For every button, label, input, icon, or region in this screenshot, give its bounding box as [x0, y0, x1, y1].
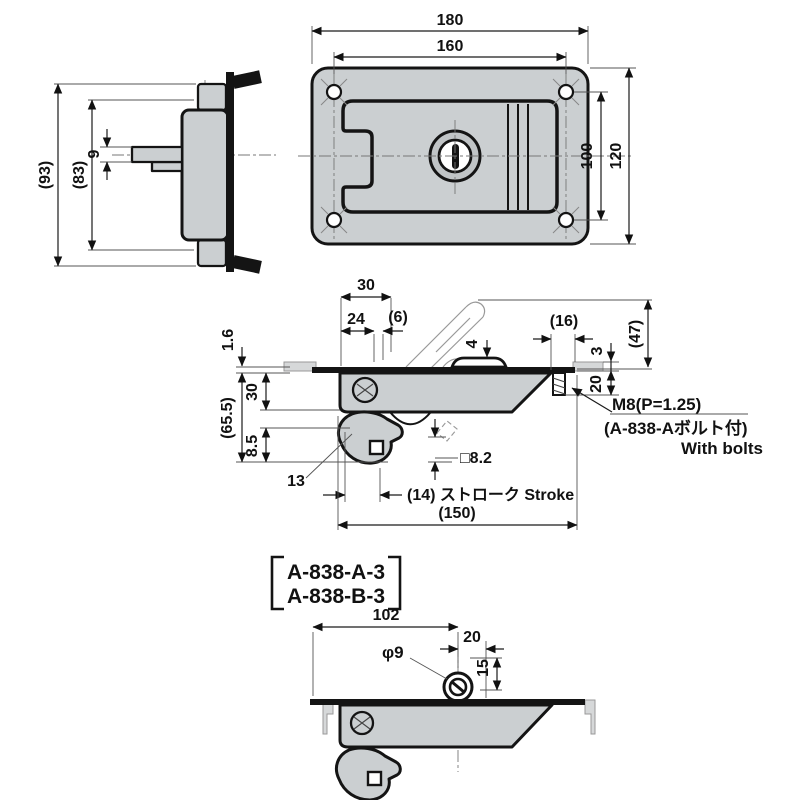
- side-shaft: [130, 145, 184, 164]
- dim-side-shaft: 9: [86, 149, 103, 158]
- bottom-view: 102 20 15 φ9: [310, 607, 596, 800]
- cylinder-key-slot: [451, 680, 465, 694]
- dim-section-1-6: 1.6: [220, 329, 237, 351]
- key-slot: [452, 144, 459, 169]
- dim-section-20: 20: [588, 375, 605, 393]
- dim-section-30-left: 30: [244, 383, 261, 401]
- grip-bump: [450, 356, 508, 369]
- dim-section-4: 4: [464, 339, 481, 348]
- side-view: (93) (83) 9: [37, 70, 276, 274]
- bottom-hook-square-hole: [366, 770, 383, 787]
- side-bottom-flange: [231, 255, 262, 274]
- note-bolt-jp: (A-838-Aボルト付): [604, 418, 748, 438]
- hook-square-hole: [368, 439, 385, 456]
- dim-section-3: 3: [589, 346, 606, 355]
- product-code-a: A-838-A-3: [287, 561, 385, 584]
- side-shaft-step: [150, 160, 184, 173]
- dim-section-30-top: 30: [357, 277, 375, 294]
- door-panel-right: [572, 361, 604, 372]
- dim-side-inner-height: (83): [71, 161, 88, 189]
- section-view: 30 24 (6) 4 (16) (47) 3 20 1.6: [219, 277, 763, 530]
- dim-section-13: 13: [287, 473, 305, 490]
- section-pan: [338, 371, 553, 414]
- dim-bottom-102: 102: [373, 607, 400, 624]
- dim-front-width: 180: [437, 12, 464, 29]
- side-body: [180, 108, 230, 242]
- dim-section-47: (47): [627, 320, 644, 348]
- bottom-mounting-flange: [310, 699, 585, 705]
- bracket-right: [388, 555, 402, 611]
- dim-section-6: (6): [388, 309, 408, 326]
- mounting-flange: [312, 367, 575, 373]
- bracket-left: [270, 555, 284, 611]
- latch-hook: [337, 410, 404, 465]
- dim-section-150: (150): [438, 505, 475, 522]
- front-view: 180 160 100 120: [298, 12, 636, 246]
- dim-front-hole-pitch-height: 100: [579, 143, 596, 170]
- dim-bottom-15: 15: [475, 659, 492, 677]
- dim-section-8-5: 8.5: [244, 435, 261, 457]
- dim-bottom-20: 20: [463, 629, 481, 646]
- side-face-plate: [226, 72, 234, 272]
- door-edge-right: [584, 699, 596, 735]
- dim-side-overall-height: (93): [37, 161, 54, 189]
- dim-front-hole-pitch-width: 160: [437, 38, 464, 55]
- door-edge-left: [322, 699, 334, 735]
- dim-front-height: 120: [608, 143, 625, 170]
- dim-section-square-8-2: □8.2: [460, 450, 492, 467]
- bottom-pan: [338, 703, 554, 749]
- note-bolt-en: With bolts: [681, 439, 763, 458]
- dim-section-65-5: (65.5): [219, 397, 236, 439]
- dim-section-24: 24: [347, 311, 365, 328]
- dim-bottom-diameter: φ9: [382, 643, 404, 662]
- side-bottom-tab: [196, 238, 228, 268]
- door-panel-left: [283, 361, 317, 372]
- side-top-tab: [196, 82, 228, 112]
- dim-section-16: (16): [550, 313, 578, 330]
- product-codes: A-838-A-3 A-838-B-3: [270, 555, 402, 611]
- product-code-b: A-838-B-3: [287, 585, 385, 608]
- side-top-flange: [231, 70, 262, 89]
- note-thread-spec: M8(P=1.25): [612, 395, 701, 414]
- dim-section-stroke: (14) ストローク Stroke: [407, 486, 574, 504]
